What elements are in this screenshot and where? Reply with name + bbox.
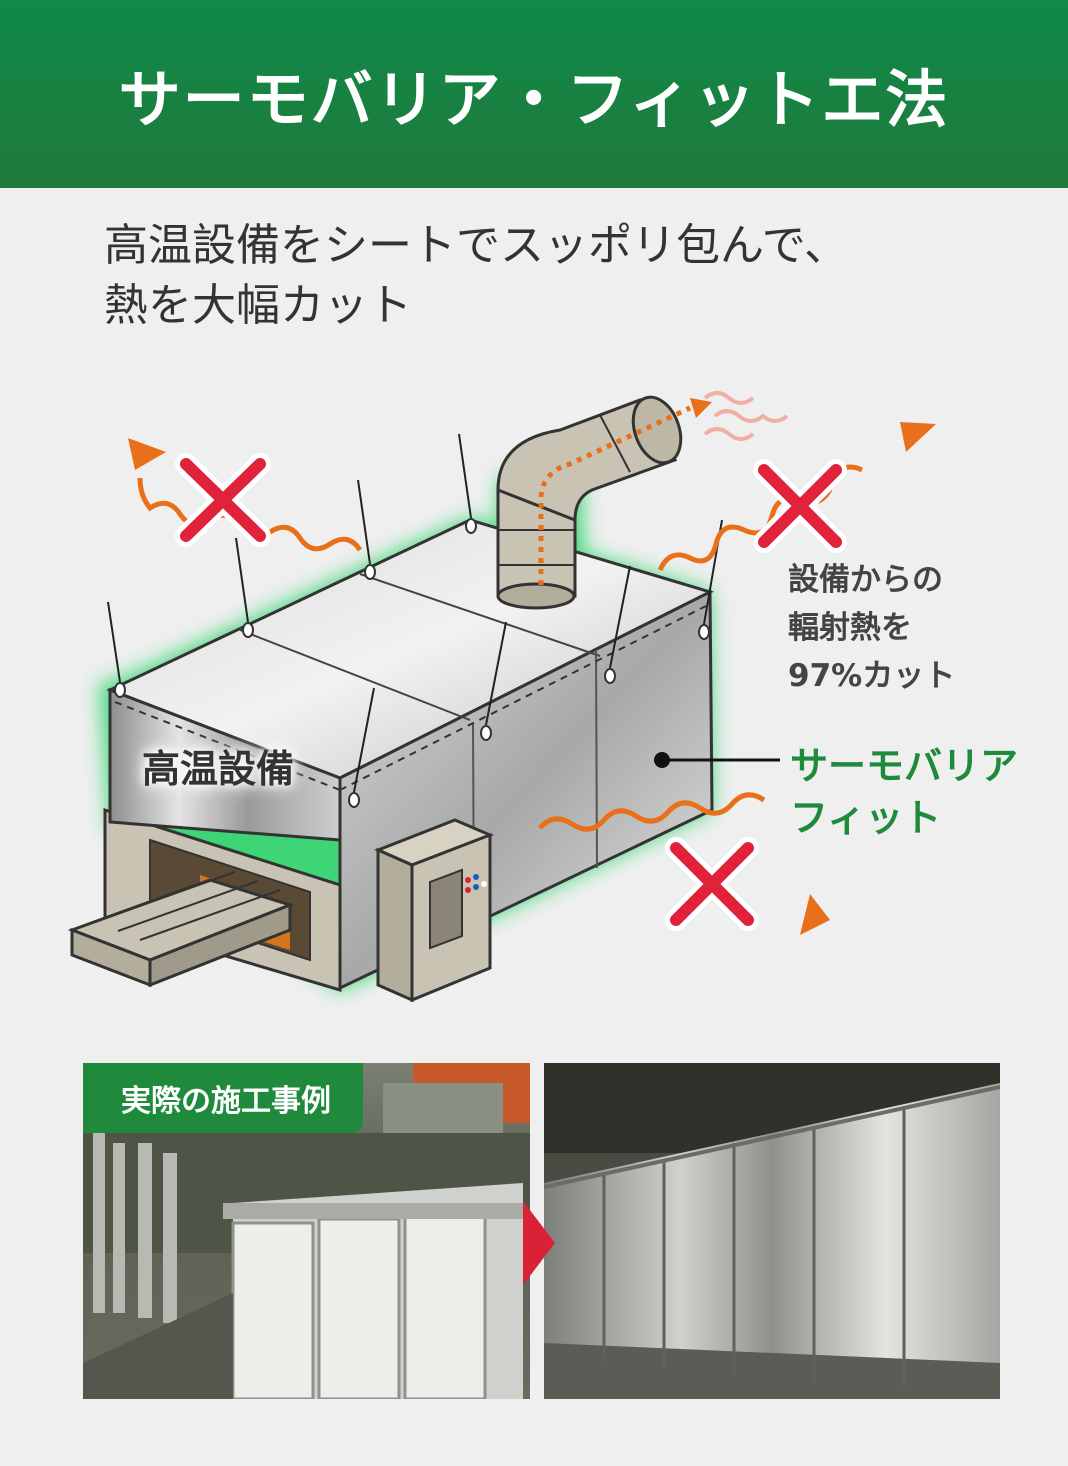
equipment-diagram [67, 391, 936, 1003]
control-box [374, 818, 494, 1003]
note-line-1: 設備からの [788, 562, 943, 598]
next-arrow-icon [523, 1201, 555, 1285]
product-label: サーモバリア フィット [790, 740, 1018, 844]
note-line-2: 輻射熱を [788, 610, 912, 646]
before-photo-scene [83, 1063, 530, 1399]
case-photos: 実際の施工事例 [83, 1063, 1000, 1399]
cross-mark-icon [180, 458, 842, 926]
subtitle-line-2: 熱を大幅カット [104, 280, 412, 331]
subtitle-line-1: 高温設備をシートでスッポリ包んで、 [104, 220, 849, 271]
heat-arrow-head [800, 894, 830, 935]
subtitle: 高温設備をシートでスッポリ包んで、 熱を大幅カット [104, 216, 1004, 336]
note-line-3: 97%カット [788, 658, 956, 694]
equipment-label: 高温設備 [142, 747, 295, 791]
header-banner: サーモバリア・フィットエ法 [0, 0, 1068, 188]
after-photo-scene [544, 1063, 1000, 1399]
machine-base [67, 807, 342, 993]
case-badge: 実際の施工事例 [83, 1063, 363, 1133]
radiant-heat-note: 設備からの 輻射熱を 97%カット [788, 556, 955, 700]
product-line-1: サーモバリア [790, 744, 1019, 788]
page-title: サーモバリア・フィットエ法 [118, 63, 950, 136]
product-line-2: フィット [790, 796, 942, 840]
before-photo: 実際の施工事例 [83, 1063, 530, 1399]
heat-arrow-head [128, 438, 166, 470]
exhaust-duct [496, 391, 789, 610]
after-photo [544, 1063, 1000, 1399]
heat-arrow-head [900, 422, 936, 452]
heat-steam-icon [703, 391, 789, 441]
